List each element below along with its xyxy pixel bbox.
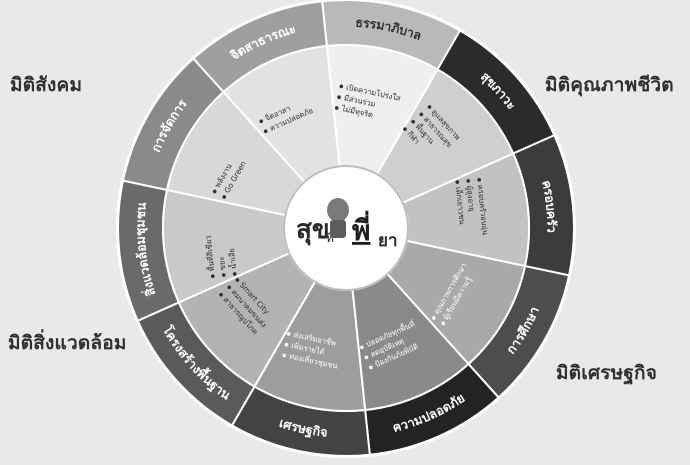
bullet-dot xyxy=(466,179,471,183)
bullet-dot xyxy=(286,332,291,336)
bullet-item: น้ำเสีย xyxy=(226,248,238,270)
corner-title-quality-of-life: มิติคุณภาพชีวิต xyxy=(545,74,674,96)
bullet-item: พื้นที่สีเขียว xyxy=(203,235,217,272)
bullet-item: ผู้สูงอายุ xyxy=(465,185,477,212)
bullet-dot xyxy=(427,105,432,109)
center-hub: สุข ที่ พี่ ยา xyxy=(283,165,409,291)
bullet-dot xyxy=(219,292,223,297)
bullet-dot xyxy=(227,285,232,290)
bullet-dot xyxy=(334,106,339,110)
bullet-dot xyxy=(263,129,268,134)
bullet-dot xyxy=(360,345,364,350)
bullet-dot xyxy=(369,365,373,370)
corner-title-social: มิติสังคม xyxy=(10,74,83,96)
bullet-dot xyxy=(212,189,217,194)
bullet-dot xyxy=(441,321,446,326)
bullet-item: ขยะ xyxy=(217,256,227,270)
bullet-dot xyxy=(259,119,264,124)
corner-title-economy: มิติเศรษฐกิจ xyxy=(556,362,658,384)
bullet-dot xyxy=(222,195,227,199)
bullet-dot xyxy=(364,355,369,360)
bullet-dot xyxy=(403,127,407,131)
bullet-dot xyxy=(339,84,344,89)
bullet-dot xyxy=(477,178,481,182)
logo-text-thi: ที่ xyxy=(326,229,334,245)
bullet-dot xyxy=(235,278,240,282)
bullet-dot xyxy=(211,274,215,278)
sector-bullets-7: พื้นที่สีเขียวขยะน้ำเสีย xyxy=(203,235,238,278)
bullet-dot xyxy=(282,353,286,358)
logo-text-ya: ยา xyxy=(378,231,398,251)
bullet-dot xyxy=(337,95,341,99)
bullet-dot xyxy=(411,119,415,124)
bullet-dot xyxy=(284,342,289,347)
mascot-figure xyxy=(327,198,349,238)
bullet-dot xyxy=(455,180,460,184)
corner-title-environment: มิติสิ่งแวดล้อม xyxy=(8,332,127,354)
bullet-dot xyxy=(431,316,436,320)
bullet-item: เด็กเยาวชน xyxy=(454,186,468,224)
bullet-dot xyxy=(232,272,237,276)
bullet-dot xyxy=(419,112,424,117)
logo-text-su: สุข xyxy=(296,215,330,246)
bullet-dot xyxy=(221,273,226,277)
logo-text-phi: พี่ xyxy=(352,210,370,247)
